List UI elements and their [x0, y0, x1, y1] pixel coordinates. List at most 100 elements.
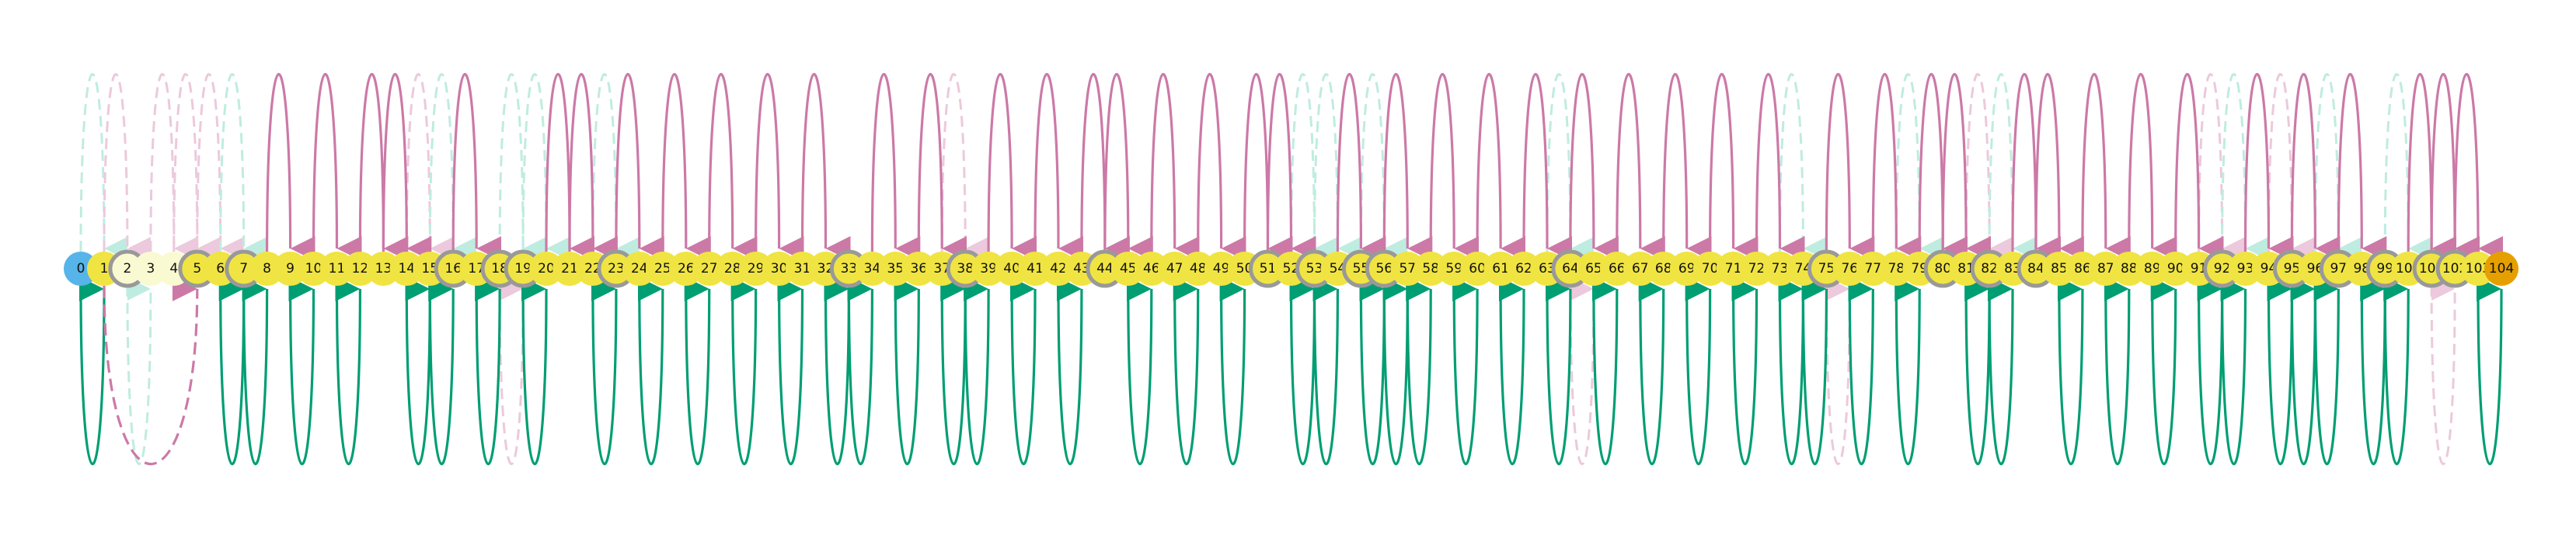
- node-label: 47: [1166, 261, 1183, 276]
- top-arc-41-42: [1034, 72, 1084, 261]
- top-arc-48-49: [1197, 72, 1246, 261]
- faint-top-arc-0-1: [79, 73, 128, 260]
- top-arc-8-9: [266, 72, 315, 261]
- node-label: 39: [980, 261, 997, 276]
- top-arc-79-80: [1918, 72, 1968, 261]
- faint-bottom-arc-101-102: [2430, 276, 2456, 465]
- top-arc-80-81: [1941, 72, 1992, 261]
- node-label: 21: [561, 261, 578, 276]
- bottom-arc-94-95: [2267, 276, 2293, 466]
- top-arc-21-22: [568, 72, 618, 261]
- bottom-arc-73-74: [1778, 276, 1804, 466]
- bottom-arc-76-77: [1848, 276, 1874, 466]
- node-label: 24: [631, 261, 648, 276]
- node-label: 76: [1841, 261, 1858, 276]
- faint-top-arc-92-93: [2221, 73, 2269, 260]
- faint-bottom-arc-96-97: [2313, 276, 2340, 465]
- bottom-arc-35-36: [894, 276, 920, 466]
- node-label: 104: [2489, 261, 2514, 276]
- top-arc-77-78: [1871, 72, 1922, 261]
- node-label: 79: [1911, 261, 1928, 276]
- top-arc-36-37: [917, 72, 967, 261]
- top-arc-93-94: [2243, 72, 2294, 261]
- node-label: 27: [701, 261, 718, 276]
- node-label: 17: [468, 261, 485, 276]
- faint-top-arc-96-97: [2313, 73, 2362, 260]
- top-arc-68-69: [1662, 72, 1712, 261]
- faint-bottom-arc-75-76: [1825, 276, 1851, 465]
- faint-top-arc-22-23: [591, 73, 640, 260]
- bottom-arc-103-104: [2476, 276, 2503, 466]
- top-arc-60-61: [1476, 72, 1526, 261]
- node-label: 83: [2004, 261, 2021, 276]
- top-arc-51-52: [1266, 72, 1316, 261]
- bottom-arc-47-48: [1173, 276, 1200, 466]
- faint-bottom-arc-19-20: [521, 276, 548, 465]
- node-label: 65: [1585, 261, 1602, 276]
- top-arc-39-40: [987, 72, 1037, 261]
- top-arc-43-44: [1080, 72, 1130, 261]
- top-arc-75-76: [1825, 72, 1875, 261]
- top-arc-31-32: [800, 72, 851, 261]
- node-label: 22: [584, 261, 601, 276]
- bottom-arc-42-43: [1056, 276, 1083, 466]
- faint-top-arc-19-20: [521, 73, 570, 260]
- node-label: 52: [1283, 261, 1300, 276]
- node-label: 46: [1143, 261, 1160, 276]
- bottom-arc-99-100: [2383, 276, 2410, 466]
- bottom-arc-45-46: [1126, 276, 1153, 466]
- node-circle: [2484, 252, 2518, 286]
- top-arc-46-47: [1150, 72, 1200, 261]
- bottom-arc-26-27: [684, 276, 711, 466]
- top-arc-58-59: [1429, 72, 1480, 261]
- bottom-arc-65-66: [1591, 276, 1619, 466]
- node-label: 30: [771, 261, 788, 276]
- node-label: 26: [678, 261, 695, 276]
- node-label: 89: [2144, 261, 2161, 276]
- top-arc-54-55: [1336, 72, 1386, 261]
- node-label: 29: [748, 261, 765, 276]
- top-arc-90-91: [2174, 72, 2224, 261]
- node-label: 32: [817, 261, 835, 276]
- faint-top-arc-81-82: [1964, 73, 2013, 260]
- bottom-arc-30-31: [777, 276, 804, 466]
- node-label: 95: [2284, 261, 2301, 276]
- faint-top-arc-82-83: [1988, 73, 2037, 260]
- top-arc-13-14: [382, 72, 432, 261]
- top-arc-102-103: [2453, 72, 2504, 261]
- node-label: 45: [1120, 261, 1137, 276]
- top-arc-16-17: [451, 72, 502, 261]
- node-label: 96: [2307, 261, 2324, 276]
- node-label: 34: [864, 261, 881, 276]
- faint-top-arc-43-44: [1080, 73, 1128, 260]
- top-arc-101-102: [2430, 72, 2480, 261]
- bottom-arc-95-96: [2290, 276, 2316, 466]
- top-arc-27-28: [708, 72, 758, 261]
- bottom-arc-69-70: [1685, 276, 1712, 466]
- node-label: 41: [1027, 261, 1044, 276]
- top-arc-84-85: [2034, 72, 2084, 261]
- bottom-arc-81-82: [1964, 276, 1991, 466]
- top-arc-88-89: [2128, 72, 2177, 261]
- node-label: 3: [146, 261, 155, 276]
- node-label: 49: [1213, 261, 1230, 276]
- node-label: 18: [491, 261, 508, 276]
- faint-top-arc-99-100: [2383, 73, 2432, 260]
- faint-top-arc-55-56: [1359, 73, 1408, 260]
- faint-top-arc-63-64: [1546, 73, 1594, 260]
- bottom-arc-96-97: [2313, 276, 2340, 466]
- node-label: 19: [514, 261, 532, 276]
- faint-top-arc-4-5: [173, 73, 221, 260]
- node-label: 62: [1515, 261, 1532, 276]
- node-label: 13: [375, 261, 392, 276]
- faint-top-arc-52-53: [1290, 73, 1338, 260]
- node-label: 50: [1236, 261, 1253, 276]
- node-label: 87: [2097, 261, 2114, 276]
- bottom-arc-0-1: [78, 276, 106, 466]
- top-arc-56-57: [1382, 72, 1433, 261]
- faint-bottom-arc-32-33: [824, 276, 850, 465]
- top-arc-62-63: [1522, 72, 1573, 261]
- node-label: 35: [887, 261, 904, 276]
